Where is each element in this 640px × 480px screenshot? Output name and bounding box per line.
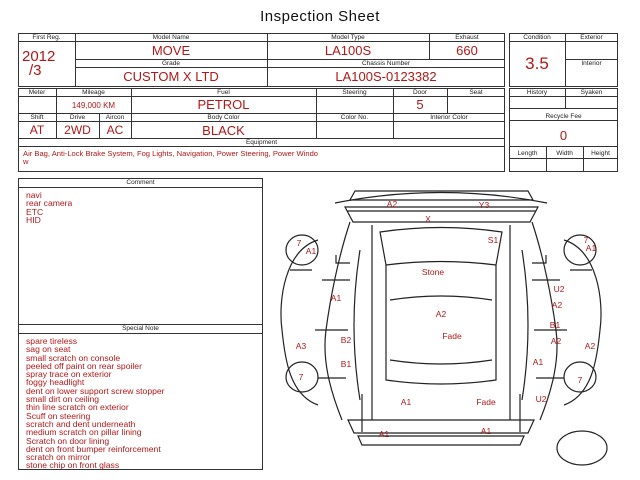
door-label: Door: [412, 89, 428, 96]
comment-text: navi rear camera ETC HID: [26, 190, 73, 225]
aircon-label: Aircon: [105, 114, 125, 121]
meter-label: Meter: [28, 89, 46, 96]
damage-mark: A2: [387, 199, 398, 209]
damage-mark: 7: [584, 235, 589, 245]
comment-label: Comment: [126, 179, 155, 186]
exhaust-value: 660: [456, 43, 478, 58]
mileage-label: Mileage: [82, 89, 105, 96]
damage-mark: S1: [488, 235, 499, 245]
damage-mark: X: [425, 214, 431, 224]
body-color-value: BLACK: [202, 123, 245, 138]
door-value: 5: [416, 97, 424, 112]
shift-value: AT: [29, 123, 45, 137]
syaken-label: Syaken: [580, 89, 603, 96]
damage-mark: A1: [306, 246, 317, 256]
damage-mark: A1: [401, 397, 412, 407]
vehicle-spec-table: [18, 88, 505, 172]
damage-mark: A2: [436, 309, 447, 319]
equipment-line-2: w: [23, 157, 29, 166]
exhaust-label: Exhaust: [455, 34, 479, 41]
interior-color-label: Interior Color: [430, 114, 468, 121]
height-label: Height: [591, 150, 610, 157]
damage-mark: B2: [341, 335, 352, 345]
damage-mark: A2: [551, 336, 562, 346]
first-reg-label: First Reg.: [32, 34, 61, 41]
color-no-label: Color No.: [340, 114, 369, 121]
grade-value: CUSTOM X LTD: [123, 69, 219, 84]
first-reg-year: 2012: [22, 48, 56, 65]
damage-mark: A1: [533, 357, 544, 367]
damage-mark: Fade: [442, 331, 462, 341]
damage-mark: A2: [552, 300, 563, 310]
length-label: Length: [517, 150, 538, 157]
damage-mark: A3: [296, 341, 307, 351]
recycle-fee-label: Recycle Fee: [545, 113, 582, 120]
seat-label: Seat: [469, 89, 483, 96]
damage-mark: A2: [585, 341, 596, 351]
vehicle-id-table: [18, 33, 505, 87]
damage-mark: 7: [578, 375, 583, 385]
special-note-label: Special Note: [122, 325, 159, 332]
sheet-title: Inspection Sheet: [260, 8, 380, 25]
model-name-label: Model Name: [152, 34, 190, 41]
damage-mark: A1: [586, 243, 597, 253]
damage-mark: Stone: [422, 267, 444, 277]
steering-label: Steering: [342, 89, 367, 96]
interior-label: Interior: [581, 60, 602, 67]
drive-value: 2WD: [64, 123, 91, 137]
history-label: History: [526, 89, 548, 96]
mileage-value: 149,000 KM: [71, 101, 116, 110]
damage-mark: A1: [379, 429, 390, 439]
damage-mark: U2: [554, 284, 565, 294]
width-label: Width: [556, 150, 573, 157]
special-note-text: spare tireless sag on seat small scratch…: [26, 336, 165, 471]
model-type-value: LA100S: [324, 43, 372, 58]
damage-mark: U2: [536, 394, 547, 404]
history-table: [509, 88, 618, 172]
fuel-value: PETROL: [197, 97, 250, 112]
damage-mark: Y3: [479, 200, 490, 210]
damage-mark: B1: [550, 320, 561, 330]
shift-label: Shift: [30, 114, 44, 121]
first-reg-month: /3: [29, 62, 42, 79]
equipment-label: Equipment: [245, 139, 278, 146]
condition-label: Condition: [523, 34, 551, 41]
recycle-fee-value: 0: [559, 128, 568, 143]
damage-mark: B1: [341, 359, 352, 369]
condition-table: [509, 33, 618, 87]
damage-mark: 7: [297, 238, 302, 248]
exterior-label: Exterior: [580, 34, 603, 41]
damage-mark: 7: [299, 372, 304, 382]
model-type-label: Model Type: [331, 34, 365, 41]
damage-mark: A1: [331, 293, 342, 303]
aircon-value: AC: [106, 123, 124, 137]
model-name-value: MOVE: [151, 43, 191, 58]
equipment-line-1: Air Bag, Anti-Lock Brake System, Fog Lig…: [23, 149, 319, 158]
chassis-value: LA100S-0123382: [335, 69, 437, 84]
chassis-label: Chassis Number: [361, 60, 411, 67]
fuel-label: Fuel: [217, 89, 230, 96]
condition-score: 3.5: [525, 54, 549, 73]
damage-mark: A1: [481, 426, 492, 436]
body-color-label: Body Color: [207, 114, 240, 121]
grade-label: Grade: [161, 60, 181, 67]
damage-mark: Fade: [476, 397, 496, 407]
drive-label: Drive: [69, 114, 86, 121]
